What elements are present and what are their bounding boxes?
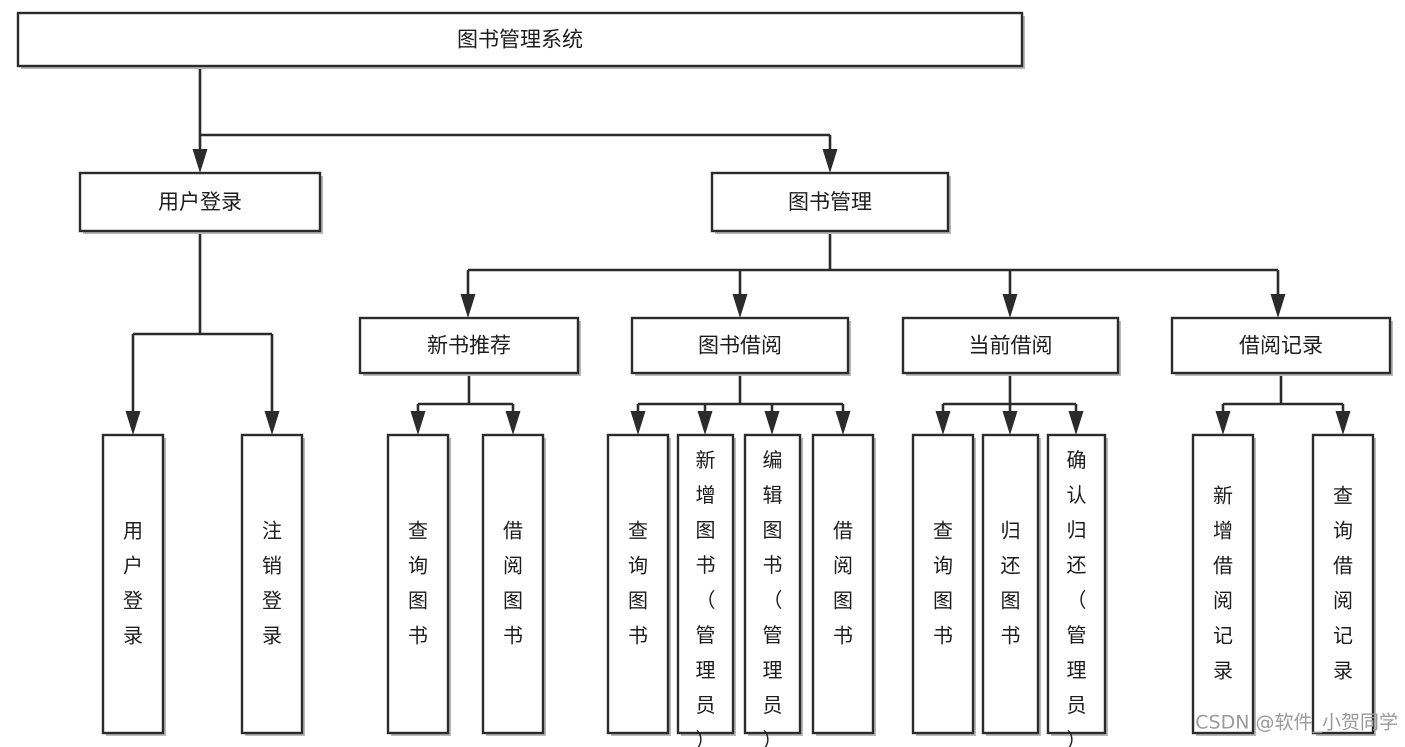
node-l-rec-borrow[interactable]: 借阅图书 <box>481 433 546 736</box>
node-label: 用户登录 <box>158 190 242 214</box>
node-label: 借阅记录 <box>1239 334 1323 358</box>
node-l-bq-query[interactable]: 查询图书 <box>606 433 671 736</box>
node-label: 查询图书 <box>933 518 953 647</box>
node-l-cur-return[interactable]: 归还图书 <box>981 433 1041 736</box>
arrow-head-icon <box>697 411 713 435</box>
arrow-head-icon <box>1215 411 1231 435</box>
arrow-head-icon <box>264 411 280 435</box>
arrow-head-icon <box>460 294 476 318</box>
arrow-head-icon <box>125 411 141 435</box>
nodes-layer: 图书管理系统用户登录图书管理新书推荐图书借阅当前借阅借阅记录用户登录注销登录查询… <box>16 11 1393 747</box>
node-l-rec-query[interactable]: 查询图书 <box>386 433 451 736</box>
arrow-head-icon <box>835 411 851 435</box>
edges-layer <box>125 66 1351 435</box>
arrow-head-icon <box>732 294 748 318</box>
node-label: 查询借阅记录 <box>1333 483 1353 682</box>
edge-group-userlogin-children <box>125 231 280 435</box>
arrow-head-icon <box>1270 294 1286 318</box>
node-rect[interactable] <box>240 433 304 735</box>
node-label: 归还图书 <box>1001 518 1021 647</box>
node-n-book-mgmt[interactable]: 图书管理 <box>710 171 951 234</box>
node-l-bq-add[interactable]: 新增图书（管理员） <box>676 433 736 747</box>
edge-group-borrow-children <box>630 373 851 435</box>
node-rect[interactable] <box>710 171 950 233</box>
arrow-head-icon <box>822 149 838 173</box>
node-rect[interactable] <box>606 433 670 735</box>
node-label: 新增借阅记录 <box>1213 483 1233 682</box>
node-l-bq-borrow[interactable]: 借阅图书 <box>811 433 876 736</box>
node-l-cur-confirm[interactable]: 确认归还（管理员） <box>1046 433 1108 747</box>
arrow-head-icon <box>630 411 646 435</box>
node-n-current[interactable]: 当前借阅 <box>901 316 1121 376</box>
node-n-record[interactable]: 借阅记录 <box>1170 316 1393 376</box>
node-label: 查询图书 <box>408 518 428 647</box>
node-n-user-login[interactable]: 用户登录 <box>78 171 323 234</box>
arrow-head-icon <box>1002 294 1018 318</box>
edge-group-newrec-children <box>410 373 521 435</box>
node-label: 图书管理 <box>788 190 872 214</box>
arrow-head-icon <box>192 149 208 173</box>
node-rect[interactable] <box>16 11 1024 68</box>
node-n-new-rec[interactable]: 新书推荐 <box>358 316 581 376</box>
node-label: 用户登录 <box>123 518 143 647</box>
node-n-borrow[interactable]: 图书借阅 <box>630 316 851 376</box>
node-rect[interactable] <box>676 433 735 735</box>
node-l-bq-edit[interactable]: 编辑图书（管理员） <box>743 433 803 747</box>
arrow-head-icon <box>505 411 521 435</box>
node-rect[interactable] <box>1311 433 1375 735</box>
node-rect[interactable] <box>901 316 1120 375</box>
arrow-head-icon <box>1068 411 1084 435</box>
node-rect[interactable] <box>358 316 580 375</box>
node-label: 图书借阅 <box>698 334 782 358</box>
arrow-head-icon <box>935 411 951 435</box>
node-rect[interactable] <box>630 316 850 375</box>
node-label: 注销登录 <box>262 518 282 647</box>
node-label: 新增图书（管理员） <box>696 448 716 747</box>
arrow-head-icon <box>410 411 426 435</box>
node-rect[interactable] <box>481 433 545 735</box>
node-rect[interactable] <box>911 433 975 735</box>
node-label: 编辑图书（管理员） <box>763 448 783 747</box>
edge-group-bookmgmt-children <box>460 231 1286 318</box>
node-label: 借阅图书 <box>503 518 523 647</box>
arrow-head-icon <box>1335 411 1351 435</box>
node-label: 当前借阅 <box>969 334 1053 358</box>
node-label: 图书管理系统 <box>457 28 583 52</box>
node-label: 查询图书 <box>628 518 648 647</box>
node-label: 确认归还（管理员） <box>1067 448 1087 747</box>
arrow-head-icon <box>764 411 780 435</box>
csdn-watermark: CSDN @软件_小贺同学 <box>1195 712 1398 734</box>
node-l-cur-query[interactable]: 查询图书 <box>911 433 976 736</box>
node-rect[interactable] <box>1046 433 1107 735</box>
node-l-user-login[interactable]: 用户登录 <box>101 433 166 736</box>
node-l-user-logout[interactable]: 注销登录 <box>240 433 305 736</box>
edge-group-current-children <box>935 373 1084 435</box>
node-root[interactable]: 图书管理系统 <box>16 11 1025 69</box>
node-rect[interactable] <box>981 433 1040 735</box>
node-rect[interactable] <box>811 433 875 735</box>
node-rect[interactable] <box>1191 433 1255 735</box>
node-label: 借阅图书 <box>833 518 853 647</box>
arrow-head-icon <box>1002 411 1018 435</box>
node-label: 新书推荐 <box>427 334 511 358</box>
node-rect[interactable] <box>386 433 450 735</box>
node-l-rec-query2[interactable]: 查询借阅记录 <box>1311 433 1376 736</box>
node-rect[interactable] <box>78 171 322 233</box>
node-rect[interactable] <box>743 433 802 735</box>
node-rect[interactable] <box>101 433 165 735</box>
edge-group-record-children <box>1215 373 1351 435</box>
node-l-rec-add[interactable]: 新增借阅记录 <box>1191 433 1256 736</box>
edge-group-root-children <box>192 66 838 173</box>
node-rect[interactable] <box>1170 316 1392 375</box>
